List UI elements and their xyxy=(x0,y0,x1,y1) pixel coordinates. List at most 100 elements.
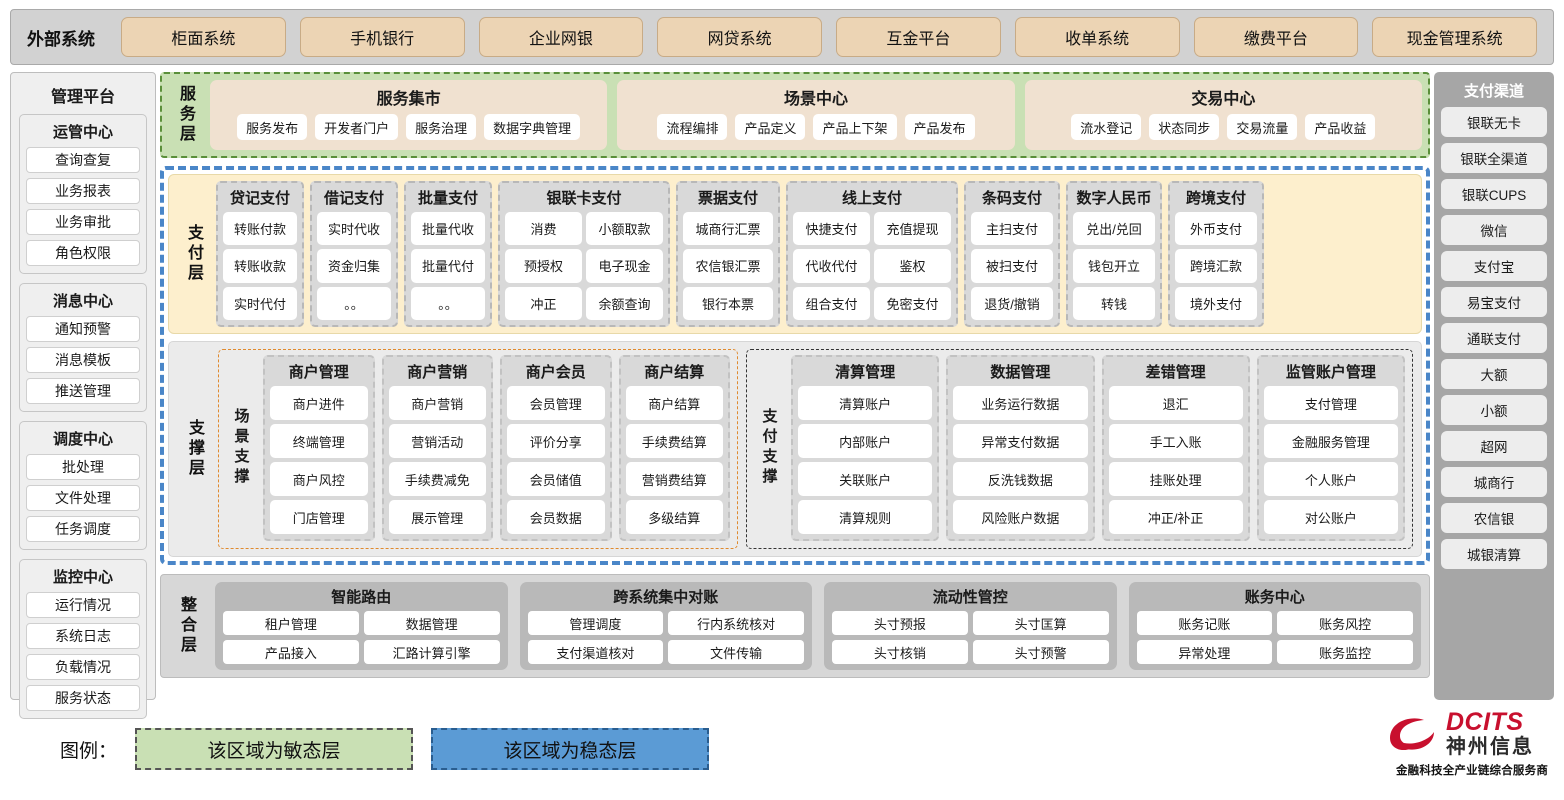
support-cell[interactable]: 手续费结算 xyxy=(625,424,723,458)
payment-cell[interactable]: 消费 xyxy=(505,212,582,246)
payment-cell[interactable]: 冲正 xyxy=(505,286,582,320)
support-cell[interactable]: 商户营销 xyxy=(388,386,486,420)
payment-cell[interactable]: 主扫支付 xyxy=(971,212,1053,246)
service-chip[interactable]: 数据字典管理 xyxy=(484,114,581,140)
service-chip[interactable]: 流程编排 xyxy=(657,114,728,140)
payment-channel-item[interactable]: 支付宝 xyxy=(1441,251,1547,281)
integration-cell[interactable]: 头寸预警 xyxy=(972,640,1109,664)
payment-cell[interactable]: 电子现金 xyxy=(586,249,663,283)
integration-cell[interactable]: 租户管理 xyxy=(223,611,359,635)
integration-cell[interactable]: 头寸预报 xyxy=(832,611,968,635)
payment-cell[interactable]: 境外支付 xyxy=(1175,286,1257,320)
payment-channel-item[interactable]: 超网 xyxy=(1441,431,1547,461)
support-cell[interactable]: 会员管理 xyxy=(507,386,605,420)
management-group-item[interactable]: 文件处理 xyxy=(26,485,140,511)
external-system-chip[interactable]: 现金管理系统 xyxy=(1372,17,1537,57)
payment-cell[interactable]: 免密支付 xyxy=(874,286,951,320)
management-group-item[interactable]: 批处理 xyxy=(26,454,140,480)
support-cell[interactable]: 商户进件 xyxy=(270,386,368,420)
support-cell[interactable]: 风险账户数据 xyxy=(953,500,1088,534)
service-chip[interactable]: 交易流量 xyxy=(1227,114,1298,140)
payment-cell[interactable]: 钱包开立 xyxy=(1073,249,1155,283)
support-cell[interactable]: 异常支付数据 xyxy=(953,424,1088,458)
management-group-item[interactable]: 通知预警 xyxy=(26,316,140,342)
management-group-item[interactable]: 系统日志 xyxy=(26,623,140,649)
management-group-item[interactable]: 服务状态 xyxy=(26,685,140,711)
payment-cell[interactable]: 外币支付 xyxy=(1175,212,1257,246)
payment-cell[interactable]: 代收代付 xyxy=(793,249,870,283)
service-chip[interactable]: 服务治理 xyxy=(406,114,477,140)
support-cell[interactable]: 反洗钱数据 xyxy=(953,462,1088,496)
support-cell[interactable]: 个人账户 xyxy=(1263,462,1398,496)
external-system-chip[interactable]: 柜面系统 xyxy=(121,17,286,57)
management-group-item[interactable]: 负载情况 xyxy=(26,654,140,680)
service-chip[interactable]: 开发者门户 xyxy=(315,114,399,140)
payment-cell[interactable]: 组合支付 xyxy=(793,286,870,320)
integration-cell[interactable]: 文件传输 xyxy=(668,640,804,664)
payment-cell[interactable]: 鉴权 xyxy=(874,249,951,283)
integration-cell[interactable]: 汇路计算引擎 xyxy=(363,640,500,664)
payment-channel-item[interactable]: 城商行 xyxy=(1441,467,1547,497)
payment-cell[interactable]: 。。 xyxy=(411,286,485,320)
support-cell[interactable]: 金融服务管理 xyxy=(1263,424,1398,458)
integration-cell[interactable]: 账务监控 xyxy=(1277,640,1413,664)
service-chip[interactable]: 服务发布 xyxy=(237,114,308,140)
external-system-chip[interactable]: 收单系统 xyxy=(1014,17,1180,57)
service-chip[interactable]: 状态同步 xyxy=(1149,114,1220,140)
support-cell[interactable]: 退汇 xyxy=(1108,386,1243,420)
payment-cell[interactable]: 兑出/兑回 xyxy=(1073,212,1155,246)
payment-channel-item[interactable]: 银联全渠道 xyxy=(1441,143,1547,173)
payment-cell[interactable]: 转账付款 xyxy=(223,212,297,246)
external-system-chip[interactable]: 企业网银 xyxy=(478,17,644,57)
service-chip[interactable]: 产品定义 xyxy=(735,114,806,140)
payment-cell[interactable]: 农信银汇票 xyxy=(683,249,773,283)
payment-channel-item[interactable]: 大额 xyxy=(1441,359,1547,389)
support-cell[interactable]: 评价分享 xyxy=(507,424,605,458)
payment-channel-item[interactable]: 通联支付 xyxy=(1441,323,1547,353)
payment-cell[interactable]: 被扫支付 xyxy=(971,249,1053,283)
payment-channel-item[interactable]: 易宝支付 xyxy=(1441,287,1547,317)
support-cell[interactable]: 会员数据 xyxy=(507,500,605,534)
external-system-chip[interactable]: 手机银行 xyxy=(299,17,465,57)
payment-channel-item[interactable]: 微信 xyxy=(1441,215,1547,245)
support-cell[interactable]: 对公账户 xyxy=(1263,500,1398,534)
service-chip[interactable]: 产品发布 xyxy=(904,114,975,140)
integration-cell[interactable]: 产品接入 xyxy=(223,640,359,664)
support-cell[interactable]: 内部账户 xyxy=(798,424,933,458)
support-cell[interactable]: 终端管理 xyxy=(270,424,368,458)
payment-cell[interactable]: 实时代付 xyxy=(223,286,297,320)
support-cell[interactable]: 营销费结算 xyxy=(625,462,723,496)
payment-channel-item[interactable]: 银联CUPS xyxy=(1441,179,1547,209)
support-cell[interactable]: 清算账户 xyxy=(798,386,933,420)
integration-cell[interactable]: 异常处理 xyxy=(1136,640,1273,664)
payment-cell[interactable]: 快捷支付 xyxy=(793,212,870,246)
payment-cell[interactable]: 预授权 xyxy=(505,249,582,283)
payment-cell[interactable]: 充值提现 xyxy=(874,212,951,246)
integration-cell[interactable]: 头寸匡算 xyxy=(972,611,1109,635)
payment-cell[interactable]: 转账收款 xyxy=(223,249,297,283)
integration-cell[interactable]: 行内系统核对 xyxy=(668,611,804,635)
payment-cell[interactable]: 。。 xyxy=(317,286,391,320)
external-system-chip[interactable]: 互金平台 xyxy=(836,17,1001,57)
support-cell[interactable]: 多级结算 xyxy=(625,500,723,534)
payment-cell[interactable]: 批量代收 xyxy=(411,212,485,246)
payment-cell[interactable]: 余额查询 xyxy=(586,286,663,320)
payment-cell[interactable]: 小额取款 xyxy=(586,212,663,246)
payment-cell[interactable]: 实时代收 xyxy=(317,212,391,246)
management-group-item[interactable]: 运行情况 xyxy=(26,592,140,618)
payment-channel-item[interactable]: 农信银 xyxy=(1441,503,1547,533)
support-cell[interactable]: 门店管理 xyxy=(270,500,368,534)
integration-cell[interactable]: 账务风控 xyxy=(1277,611,1413,635)
payment-cell[interactable]: 转钱 xyxy=(1073,286,1155,320)
management-group-item[interactable]: 推送管理 xyxy=(26,378,140,404)
management-group-item[interactable]: 业务报表 xyxy=(26,178,140,204)
external-system-chip[interactable]: 缴费平台 xyxy=(1193,17,1359,57)
management-group-item[interactable]: 业务审批 xyxy=(26,209,140,235)
support-cell[interactable]: 手续费减免 xyxy=(388,462,486,496)
support-cell[interactable]: 营销活动 xyxy=(388,424,486,458)
payment-cell[interactable]: 跨境汇款 xyxy=(1175,249,1257,283)
integration-cell[interactable]: 支付渠道核对 xyxy=(527,640,664,664)
service-chip[interactable]: 产品上下架 xyxy=(813,114,897,140)
external-system-chip[interactable]: 网贷系统 xyxy=(657,17,822,57)
support-cell[interactable]: 挂账处理 xyxy=(1108,462,1243,496)
